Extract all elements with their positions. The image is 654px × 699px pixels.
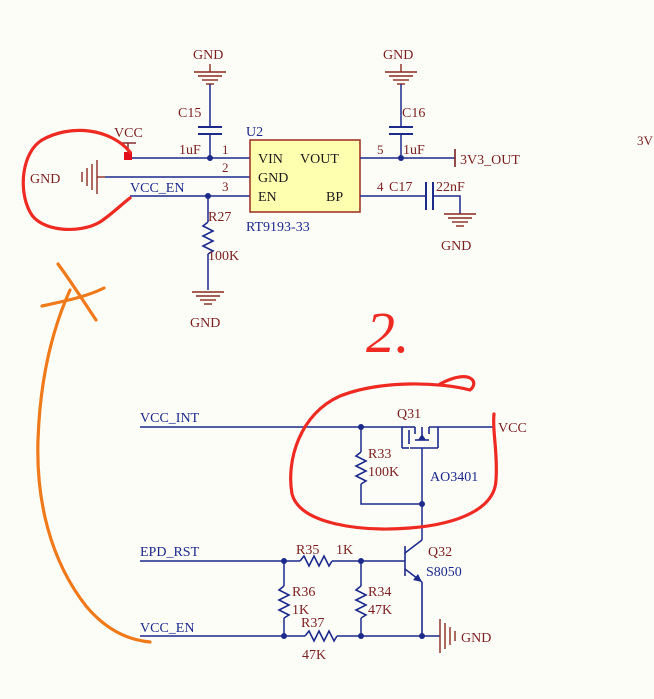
junction-dot-icon (419, 633, 425, 639)
c16-ref: C16 (402, 106, 425, 121)
mosfet-arrow-icon (418, 434, 426, 440)
pin-number: 5 (377, 142, 384, 157)
r37-value: 47K (302, 648, 326, 663)
c17-value: 22nF (436, 180, 465, 195)
npn-arrow-icon (413, 574, 422, 582)
epd-rst-label: EPD_RST (140, 545, 200, 560)
gnd-label-bottom: GND (461, 631, 491, 646)
ground-icon (192, 291, 224, 305)
ground-icon (444, 213, 476, 227)
wire (360, 484, 422, 505)
vcc-port-marker (124, 152, 132, 160)
transistor-q32 (404, 539, 423, 636)
u2-pin-vout: VOUT (300, 152, 339, 167)
ldo-section: GND C15 1uF U2 VCC GND (30, 48, 654, 331)
r36-value: 1K (292, 603, 309, 618)
u2-pin-bp: BP (326, 190, 343, 205)
gnd-label-c15: GND (193, 48, 223, 63)
vcc-int-label: VCC_INT (140, 411, 200, 426)
resistor-r33 (354, 451, 368, 485)
vcc-en-label: VCC_EN (130, 181, 184, 196)
q31-part-number: AO3401 (430, 470, 478, 485)
q31-ref: Q31 (397, 407, 421, 422)
pin-number: 1 (222, 142, 229, 157)
c15-value: 1uF (179, 143, 201, 158)
junction-dot-icon (281, 633, 287, 639)
annotation-red-loop-q31 (289, 375, 498, 531)
ic-u2 (249, 139, 361, 213)
ground-icon (439, 619, 456, 653)
r27-value: 100K (208, 249, 239, 264)
junction-dot-icon (358, 633, 364, 639)
resistor-r35 (299, 554, 333, 568)
u2-pin-en: EN (258, 190, 277, 205)
r35-ref: R35 (296, 543, 319, 558)
r34-value: 47K (368, 603, 392, 618)
r37-ref: R37 (301, 616, 324, 631)
annotations: 2. (21, 128, 498, 644)
wire (433, 195, 461, 214)
mosfet-q31 (401, 426, 494, 449)
capacitor-c17 (425, 182, 434, 210)
resistor-r27 (201, 221, 215, 255)
3v3-out-label: 3V3_OUT (460, 153, 520, 168)
gnd-label-c17: GND (441, 239, 471, 254)
c15-ref: C15 (178, 106, 201, 121)
ground-icon (81, 160, 105, 194)
ground-icon (194, 64, 226, 85)
pin-number: 2 (222, 160, 229, 175)
vcc-en-bottom-label: VCC_EN (140, 621, 194, 636)
gnd-label-c16: GND (383, 48, 413, 63)
junction-dot-icon (207, 155, 213, 161)
edge-clipped-label: 3V (637, 133, 654, 148)
pin-number: 4 (377, 179, 384, 194)
resistor-r36 (277, 585, 291, 619)
switch-section: VCC_INT Q31 VCC AO3401 R33 (140, 407, 527, 663)
r27-ref: R27 (208, 210, 231, 225)
vcc-label-right: VCC (498, 421, 527, 436)
q32-part-number: S8050 (426, 565, 462, 580)
resistor-r34 (354, 585, 368, 619)
u2-pin-vin: VIN (258, 152, 283, 167)
pin-number: 3 (222, 179, 229, 194)
annotation-orange-arc (36, 262, 152, 644)
resistor-r37 (304, 629, 338, 643)
c16-value: 1uF (403, 143, 425, 158)
c17-ref: C17 (389, 180, 412, 195)
annotation-number: 2. (366, 300, 410, 365)
annotation-red-loop-top (21, 128, 132, 232)
u2-pin-gnd: GND (258, 171, 288, 186)
r35-value: 1K (336, 543, 353, 558)
gnd-port-label: GND (30, 172, 60, 187)
q32-ref: Q32 (428, 545, 452, 560)
r34-ref: R34 (368, 585, 391, 600)
vcc-label-top: VCC (114, 126, 143, 141)
gnd-label-r27: GND (190, 316, 220, 331)
r33-value: 100K (368, 465, 399, 480)
u2-ref: U2 (246, 125, 263, 140)
capacitor-c15 (198, 126, 222, 135)
r33-ref: R33 (368, 447, 391, 462)
u2-part-number: RT9193-33 (246, 220, 310, 235)
r36-ref: R36 (292, 585, 315, 600)
capacitor-c16 (389, 126, 413, 135)
ground-icon (385, 64, 417, 85)
